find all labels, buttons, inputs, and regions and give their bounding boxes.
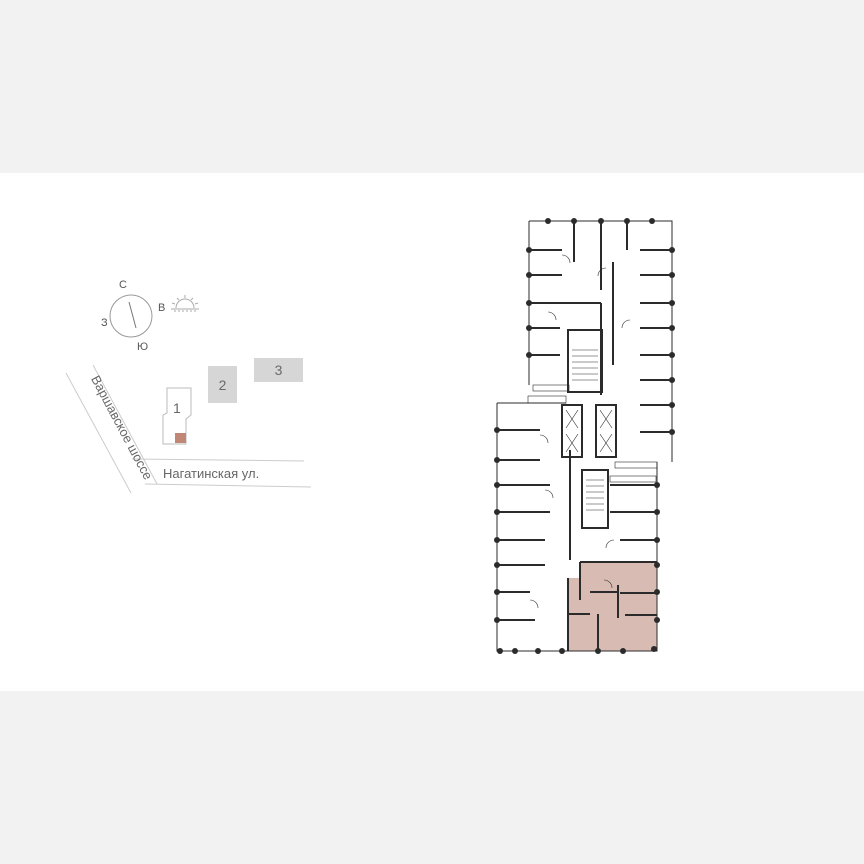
compass-west: З (101, 317, 108, 329)
compass-east: В (158, 302, 166, 314)
building-1-label[interactable]: 1 (173, 400, 181, 416)
building-3-label: 3 (274, 362, 283, 378)
building-2[interactable]: 2 (208, 366, 237, 403)
compass-north: С (119, 279, 127, 291)
selected-apartment[interactable] (568, 562, 657, 651)
building-1-outline (162, 387, 192, 445)
content-panel (0, 173, 864, 691)
structural-columns (494, 218, 675, 654)
street-nagatinskaya: Нагатинская ул. (163, 466, 260, 481)
selected-section-marker (175, 433, 186, 443)
compass-south: Ю (137, 341, 149, 353)
building-3[interactable]: 3 (254, 358, 303, 382)
sunrise-icon (171, 295, 199, 312)
building-2-label: 2 (218, 376, 227, 393)
